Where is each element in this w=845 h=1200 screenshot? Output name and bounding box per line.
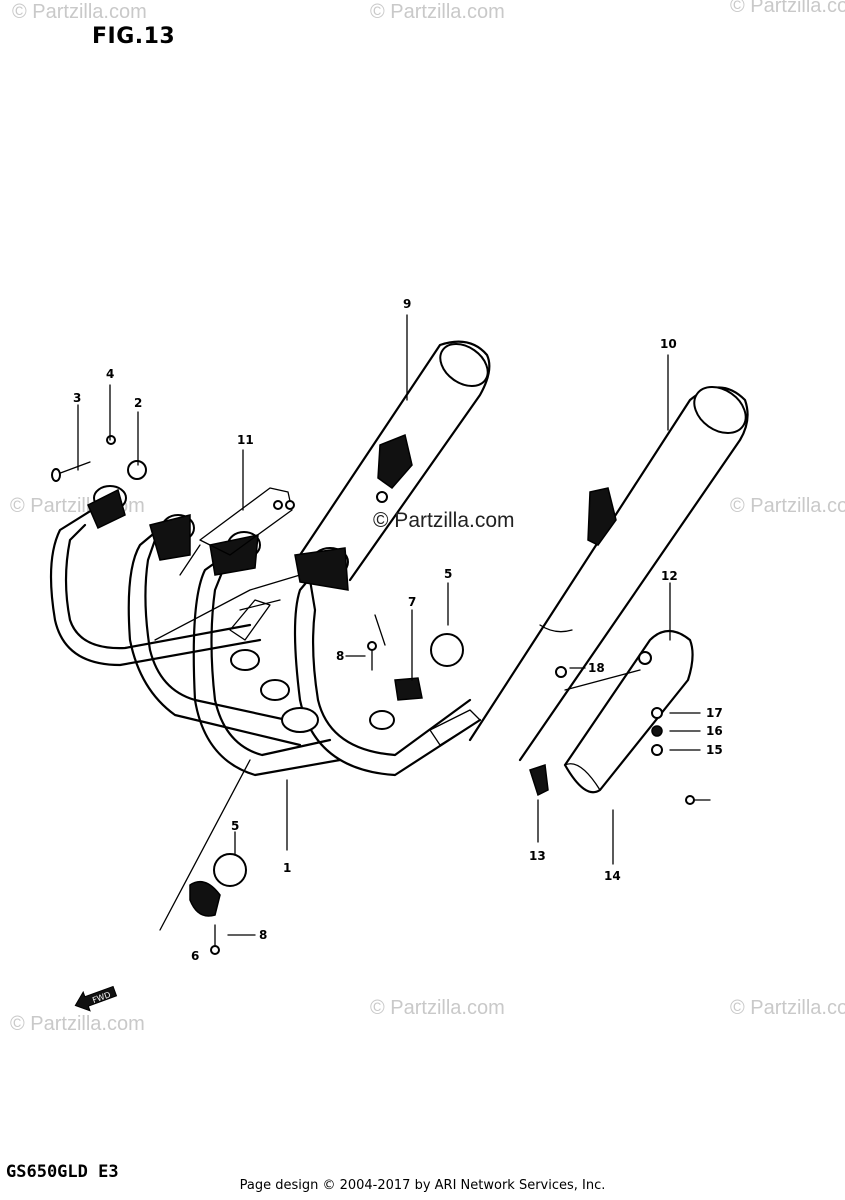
watermark-bottom-center: © Partzilla.com <box>370 997 505 1019</box>
callout-16: 16 <box>706 724 723 738</box>
watermark-bottom-right: © Partzilla.com <box>730 997 845 1019</box>
watermark-bottom-left: © Partzilla.com <box>10 1013 145 1035</box>
callout-15: 15 <box>706 743 723 757</box>
callout-2: 2 <box>134 396 142 410</box>
callout-13: 13 <box>529 849 546 863</box>
callout-1: 1 <box>283 861 291 875</box>
callout-4: 4 <box>106 367 114 381</box>
callout-5-upper: 5 <box>444 567 452 581</box>
small-parts <box>51 435 711 955</box>
watermark-top-center: © Partzilla.com <box>370 1 505 23</box>
callout-6: 6 <box>191 949 199 963</box>
callout-17: 17 <box>706 706 723 720</box>
callout-3: 3 <box>73 391 81 405</box>
callout-8-upper: 8 <box>336 649 344 663</box>
callout-5-lower: 5 <box>231 819 239 833</box>
callout-18: 18 <box>588 661 605 675</box>
fwd-arrow-icon: FWD <box>74 985 118 1012</box>
callout-8-lower: 8 <box>259 928 267 942</box>
center-watermark: © Partzilla.com <box>373 509 515 532</box>
callout-11: 11 <box>237 433 254 447</box>
bracket <box>179 487 295 576</box>
callout-7: 7 <box>408 595 416 609</box>
watermark-top-right: © Partzilla.com <box>730 0 845 17</box>
heat-shield <box>563 629 694 794</box>
figure-title: FIG.13 <box>92 24 176 49</box>
watermark-mid-right: © Partzilla.com <box>730 495 845 517</box>
watermark-top-left: © Partzilla.com <box>12 1 147 23</box>
muffler-right <box>468 386 749 762</box>
leader-lines <box>77 314 701 936</box>
callout-14: 14 <box>604 869 621 883</box>
muffler-left <box>298 340 491 582</box>
model-code: GS650GLD E3 <box>6 1162 119 1182</box>
callout-9: 9 <box>403 297 411 311</box>
footer-copyright: Page design © 2004-2017 by ARI Network S… <box>239 1178 606 1193</box>
fwd-label: FWD <box>91 990 112 1005</box>
callout-10: 10 <box>660 337 677 351</box>
callout-12: 12 <box>661 569 678 583</box>
